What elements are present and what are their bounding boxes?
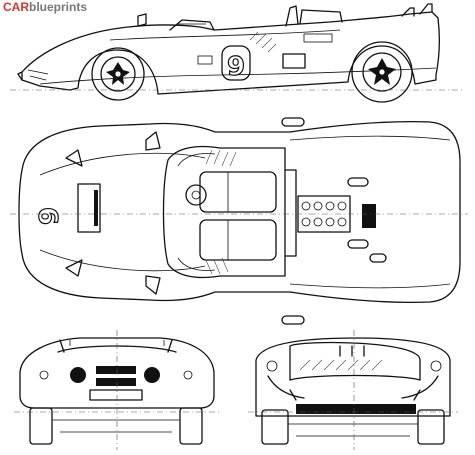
- front-wheel: [91, 47, 145, 101]
- engine-intakes: [301, 201, 347, 227]
- top-view: 9: [10, 117, 468, 325]
- brand-car: CAR: [3, 0, 29, 14]
- side-race-number: 9: [227, 52, 245, 82]
- rear-view: [248, 330, 458, 450]
- side-view: 9: [10, 3, 465, 103]
- front-view: [14, 330, 222, 450]
- top-race-number: 9: [35, 207, 65, 225]
- rear-wheel: [351, 41, 413, 103]
- brand-blueprints: blueprints: [29, 0, 88, 14]
- brand-logo: CARblueprints: [3, 0, 87, 14]
